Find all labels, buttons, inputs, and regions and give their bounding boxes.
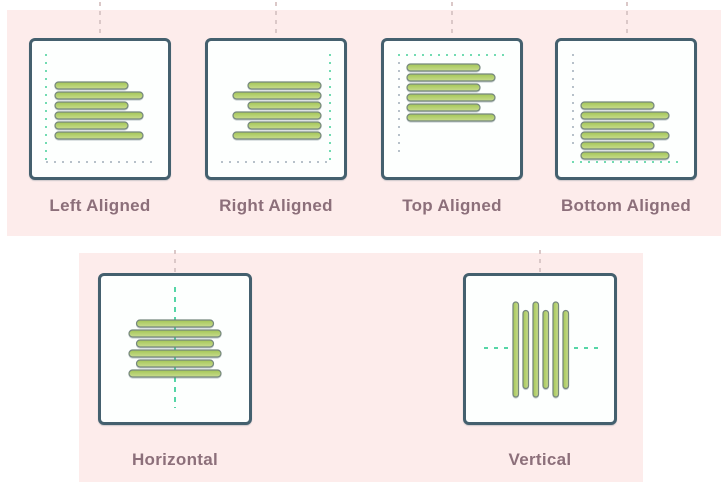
right-aligned-card — [205, 38, 347, 180]
drop-guide-line — [626, 2, 628, 38]
drop-guide-line — [174, 250, 176, 273]
bottom-aligned-card — [555, 38, 697, 180]
card-label: Top Aligned — [402, 196, 502, 215]
left-aligned-illustration — [45, 54, 155, 163]
top-aligned-card — [381, 38, 523, 180]
top-aligned-illustration — [398, 54, 506, 155]
drop-guide-line — [275, 2, 277, 38]
horizontal-center-illustration — [128, 287, 222, 408]
bottom-aligned-illustration — [572, 54, 680, 163]
card-label: Vertical — [508, 450, 572, 469]
card-label: Left Aligned — [49, 196, 151, 215]
drop-guide-line — [99, 2, 101, 38]
right-aligned-illustration — [221, 54, 331, 163]
drop-guide-line — [451, 2, 453, 38]
horizontal-center-card — [98, 273, 252, 425]
drop-guide-line — [539, 250, 541, 273]
vertical-center-card — [463, 273, 617, 425]
card-label: Right Aligned — [219, 196, 333, 215]
card-label: Horizontal — [131, 450, 219, 469]
card-label: Bottom Aligned — [560, 196, 692, 215]
left-aligned-card — [29, 38, 171, 180]
vertical-center-illustration — [484, 301, 601, 398]
